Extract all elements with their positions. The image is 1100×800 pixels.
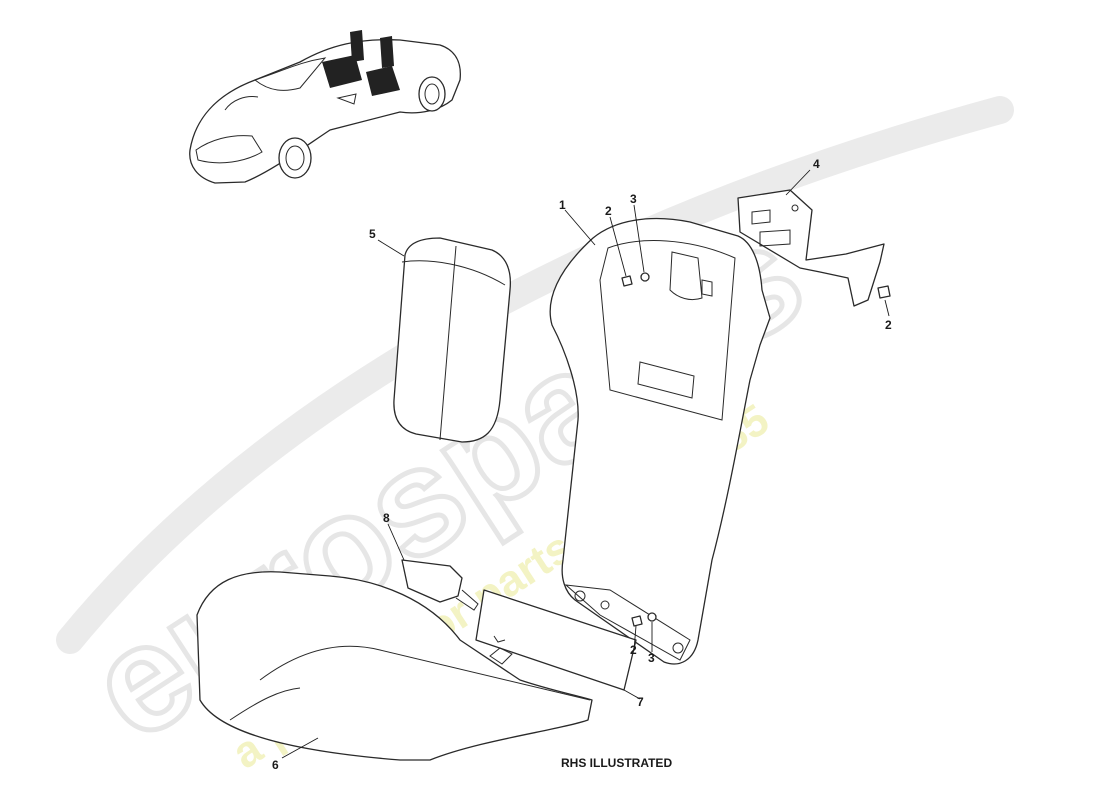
- part-4-bracket: [737, 189, 885, 307]
- fasteners: [621, 272, 891, 627]
- callout-1: 1: [559, 198, 566, 212]
- car-headrest-right: [380, 36, 394, 68]
- car-bonnet-vent: [224, 96, 259, 111]
- car-front-wheel-hub: [285, 145, 305, 171]
- callout-7: 7: [637, 695, 644, 709]
- screw-lower: [631, 615, 643, 627]
- part-6-seat-cushion: [196, 571, 593, 761]
- callout-6: 6: [272, 758, 279, 772]
- car-body: [189, 39, 461, 184]
- screw-bracket: [877, 285, 891, 299]
- car-rear-wheel: [418, 76, 446, 112]
- car-mirror: [336, 93, 357, 105]
- callout-8: 8: [383, 511, 390, 525]
- car-headrest-left: [350, 30, 364, 62]
- car-front-wheel: [278, 137, 312, 179]
- car-grille: [195, 135, 263, 164]
- leader-lines: [281, 169, 890, 759]
- callout-2-lower: 2: [630, 643, 637, 657]
- washer-lower: [647, 612, 657, 622]
- car-seat-right: [366, 66, 400, 96]
- callouts: 1 2 3 4 5 2 3 6 7 8 2 3: [272, 157, 892, 772]
- rhs-illustrated-caption: RHS ILLUSTRATED: [561, 756, 672, 770]
- part-8-module: [401, 559, 479, 611]
- callout-3-lower: 3: [648, 651, 655, 665]
- callout-2-bracket: 2: [885, 318, 892, 332]
- part-5-headrest-pad: [393, 237, 512, 443]
- washer-upper: [640, 272, 650, 282]
- callout-3-upper: 3: [630, 192, 637, 206]
- part-1-backrest-panel: [549, 217, 771, 665]
- callout-4: 4: [813, 157, 820, 171]
- car-thumbnail: [189, 30, 461, 184]
- car-rear-wheel-hub: [424, 83, 440, 105]
- callout-2-upper: 2: [605, 204, 612, 218]
- car-seat-left: [322, 55, 362, 88]
- screw-upper: [621, 275, 633, 287]
- car-windscreen: [253, 57, 327, 91]
- callout-5: 5: [369, 227, 376, 241]
